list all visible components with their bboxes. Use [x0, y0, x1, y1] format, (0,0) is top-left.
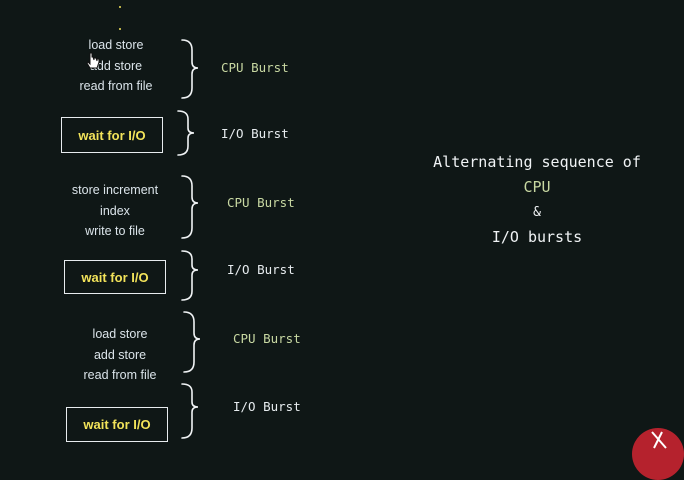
io-burst-label-2: I/O Burst	[227, 262, 295, 277]
brace-cpu-2	[181, 175, 199, 239]
ellipsis-dot	[119, 28, 121, 30]
instruction-line: read from file	[79, 79, 153, 93]
brace-io-3	[181, 383, 199, 439]
braces	[177, 39, 201, 439]
title-line-cpu: CPU	[523, 178, 551, 196]
instruction-line: read from file	[83, 368, 157, 382]
brace-io-1	[177, 110, 195, 156]
cpu-burst-label-2: CPU Burst	[227, 195, 295, 210]
wait-io-box-3: wait for I/O	[66, 407, 168, 442]
cpu-block-3-instructions: load store add store read from file	[30, 324, 210, 386]
instruction-line: add store	[93, 347, 147, 362]
brace-cpu-1	[181, 39, 199, 99]
instruction-line: store increment	[71, 183, 159, 197]
cpu-block-2-instructions: store increment index write to file	[25, 180, 205, 242]
instruction-line: write to file	[85, 224, 145, 238]
cpu-burst-label-3: CPU Burst	[233, 331, 301, 346]
mouse-cursor-icon	[86, 52, 100, 69]
wait-io-box-1: wait for I/O	[61, 117, 163, 153]
instruction-line: index	[100, 203, 130, 218]
title-line-1: Alternating sequence of	[433, 153, 641, 171]
title-line-ampersand: &	[533, 205, 541, 220]
ellipsis-dot	[119, 6, 121, 8]
instruction-line: load store	[88, 38, 144, 52]
instruction-line: add store	[89, 58, 143, 73]
io-burst-label-1: I/O Burst	[221, 126, 289, 141]
title-line-io: I/O bursts	[491, 228, 583, 246]
instruction-line: load store	[92, 327, 148, 341]
io-burst-label-3: I/O Burst	[233, 399, 301, 414]
brace-io-2	[181, 250, 199, 301]
wait-io-box-2: wait for I/O	[64, 260, 166, 294]
cpu-burst-label-1: CPU Burst	[221, 60, 289, 75]
brace-cpu-3	[183, 311, 201, 373]
logo-icon	[632, 428, 684, 480]
cpu-block-1-instructions: load store add store read from file	[26, 35, 206, 97]
